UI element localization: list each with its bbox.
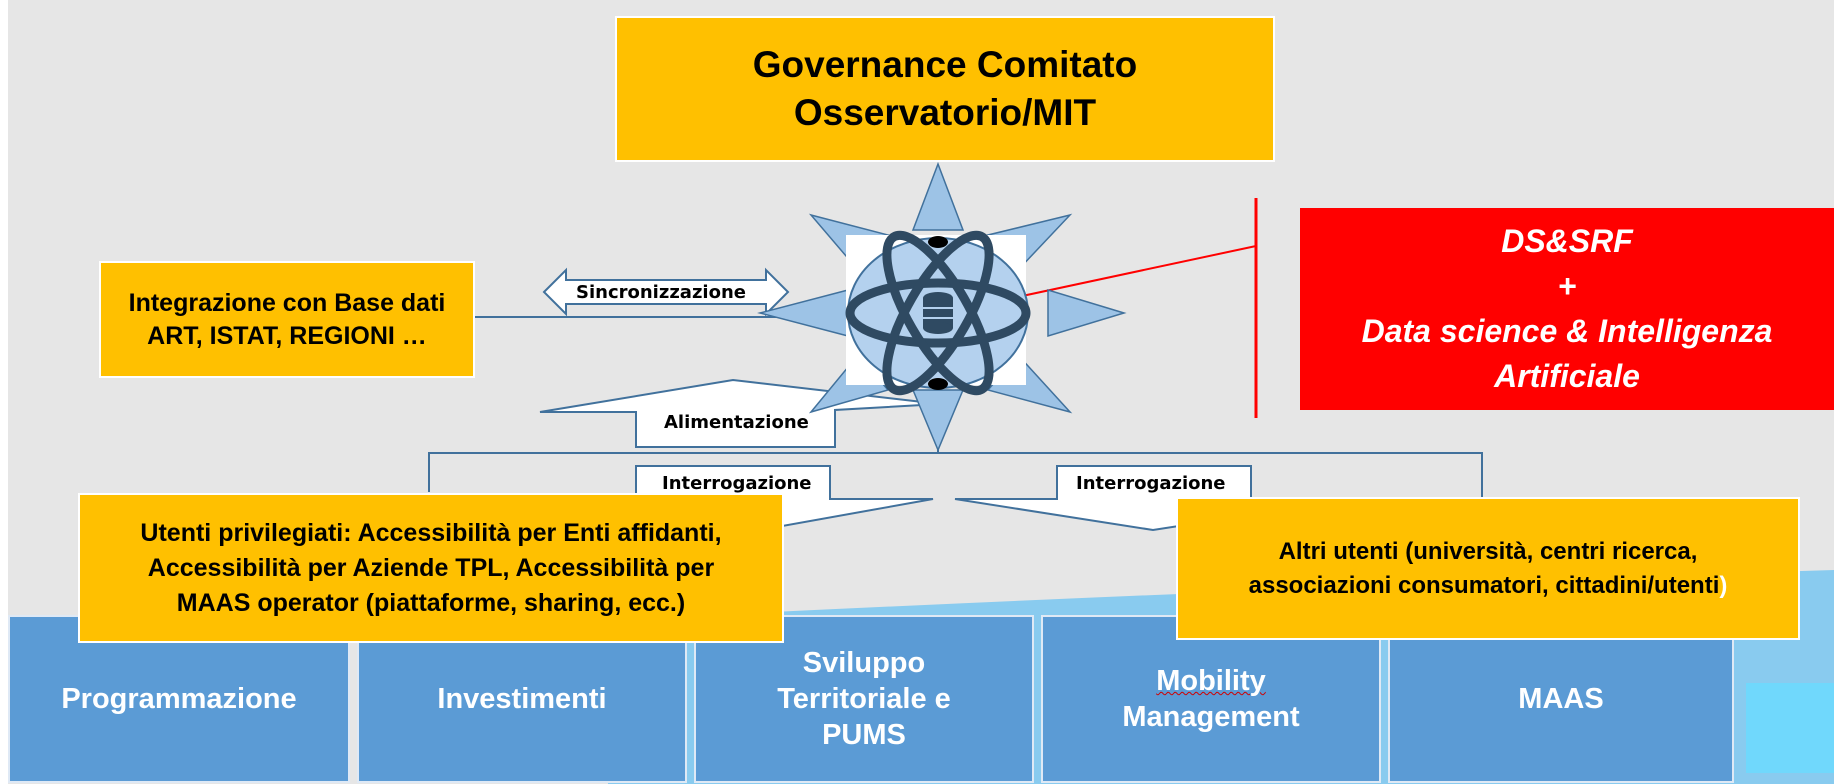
sviluppo-line2: Territoriale e — [777, 683, 951, 715]
users-bracket-connector — [428, 452, 1483, 497]
privileged-users-line2: Accessibilità per Aziende TPL, Accessibi… — [147, 553, 715, 582]
hub-top-dot — [928, 236, 948, 248]
privileged-users-line1: Utenti privilegiati: Accessibilità per E… — [140, 518, 722, 547]
sync-double-arrow — [542, 267, 790, 317]
light-blue-square — [1746, 683, 1834, 773]
governance-title-line2: Osservatorio/MIT — [793, 92, 1097, 133]
mobility-line1: Mobility — [1156, 665, 1266, 697]
other-users-line1: Altri utenti (università, centri ricerca… — [1278, 537, 1698, 565]
sviluppo-box: Sviluppo Territoriale e PUMS — [694, 615, 1034, 783]
other-users-line2: associazioni consumatori, cittadini/uten… — [1248, 571, 1728, 599]
privileged-users-line3: MAAS operator (piattaforme, sharing, ecc… — [176, 588, 686, 617]
atom-icon — [845, 230, 1031, 396]
hub-bottom-dot — [928, 378, 948, 390]
ds-plus: + — [1557, 268, 1577, 304]
sviluppo-line1: Sviluppo — [802, 647, 926, 679]
programmazione-label: Programmazione — [61, 683, 297, 715]
governance-title-line1: Governance Comitato — [752, 44, 1138, 85]
programmazione-box: Programmazione — [8, 615, 350, 783]
governance-box: Governance Comitato Osservatorio/MIT — [615, 16, 1275, 162]
diagram-canvas: Sincronizzazione Alimentazione Interroga… — [8, 0, 1834, 784]
other-users-box: Altri utenti (università, centri ricerca… — [1176, 497, 1800, 640]
other-users-closing-paren: ) — [1719, 571, 1728, 599]
mobility-line2: Management — [1122, 701, 1300, 733]
maas-box: MAAS — [1388, 615, 1734, 783]
ds-title: DS&SRF — [1501, 223, 1633, 259]
privileged-users-box: Utenti privilegiati: Accessibilità per E… — [78, 493, 784, 643]
mobility-management-box: Mobility Management — [1041, 615, 1381, 783]
ds-srf-box: DS&SRF + Data science & Intelligenza Art… — [1300, 208, 1834, 410]
sync-label: Sincronizzazione — [576, 282, 746, 303]
query-left-label: Interrogazione — [662, 473, 812, 494]
ds-line3: Data science & Intelligenza — [1361, 313, 1773, 349]
query-right-label: Interrogazione — [1076, 473, 1226, 494]
connector-layer — [428, 161, 1483, 532]
feed-label: Alimentazione — [664, 412, 809, 433]
investimenti-box: Investimenti — [357, 615, 687, 783]
sviluppo-line3: PUMS — [822, 719, 906, 751]
investimenti-label: Investimenti — [437, 683, 607, 715]
database-icon — [923, 292, 953, 334]
integration-box: Integrazione con Base dati ART, ISTAT, R… — [99, 261, 475, 378]
ds-line4: Artificiale — [1494, 358, 1640, 394]
integration-line1: Integrazione con Base dati — [128, 288, 446, 317]
integration-line2: ART, ISTAT, REGIONI … — [147, 321, 427, 350]
maas-label: MAAS — [1518, 683, 1604, 715]
